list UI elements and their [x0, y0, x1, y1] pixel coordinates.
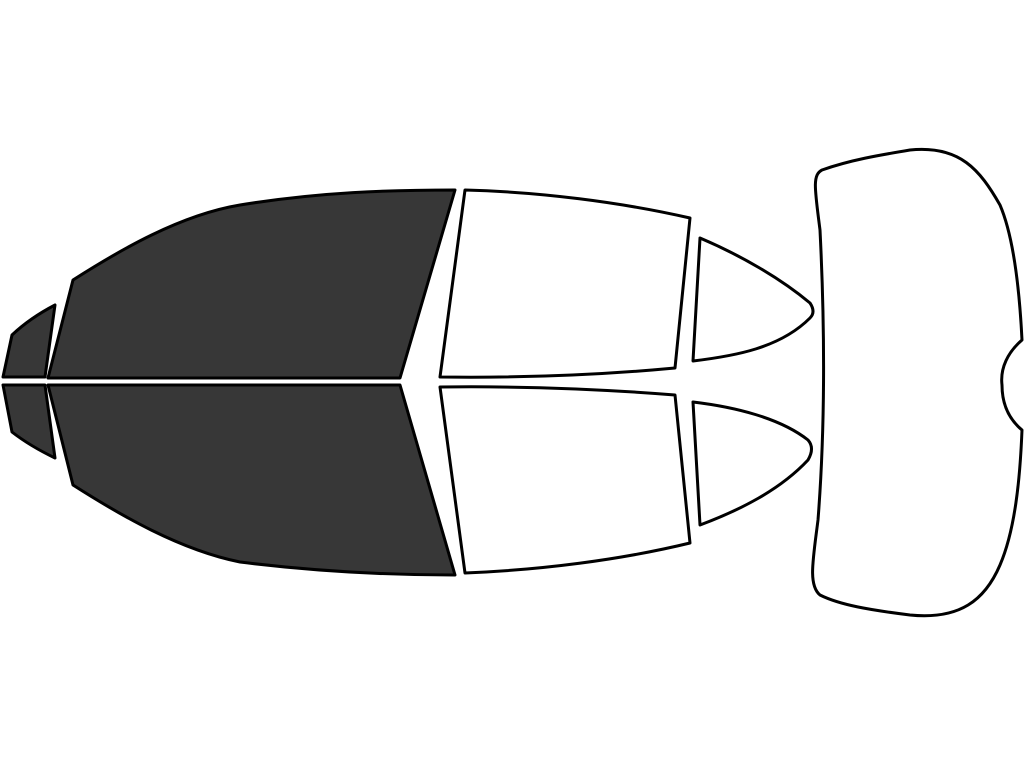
front-vent-window-right[interactable]: [1, 383, 57, 460]
rear-door-window-right[interactable]: [438, 385, 692, 575]
rear-quarter-window-right[interactable]: [691, 400, 813, 527]
front-door-window-right[interactable]: [46, 383, 457, 577]
front-vent-window-left[interactable]: [1, 303, 57, 379]
rear-quarter-window-left[interactable]: [691, 236, 815, 363]
rear-door-window-left[interactable]: [438, 188, 692, 379]
rear-windshield[interactable]: [811, 147, 1024, 618]
front-door-window-left[interactable]: [46, 188, 457, 380]
